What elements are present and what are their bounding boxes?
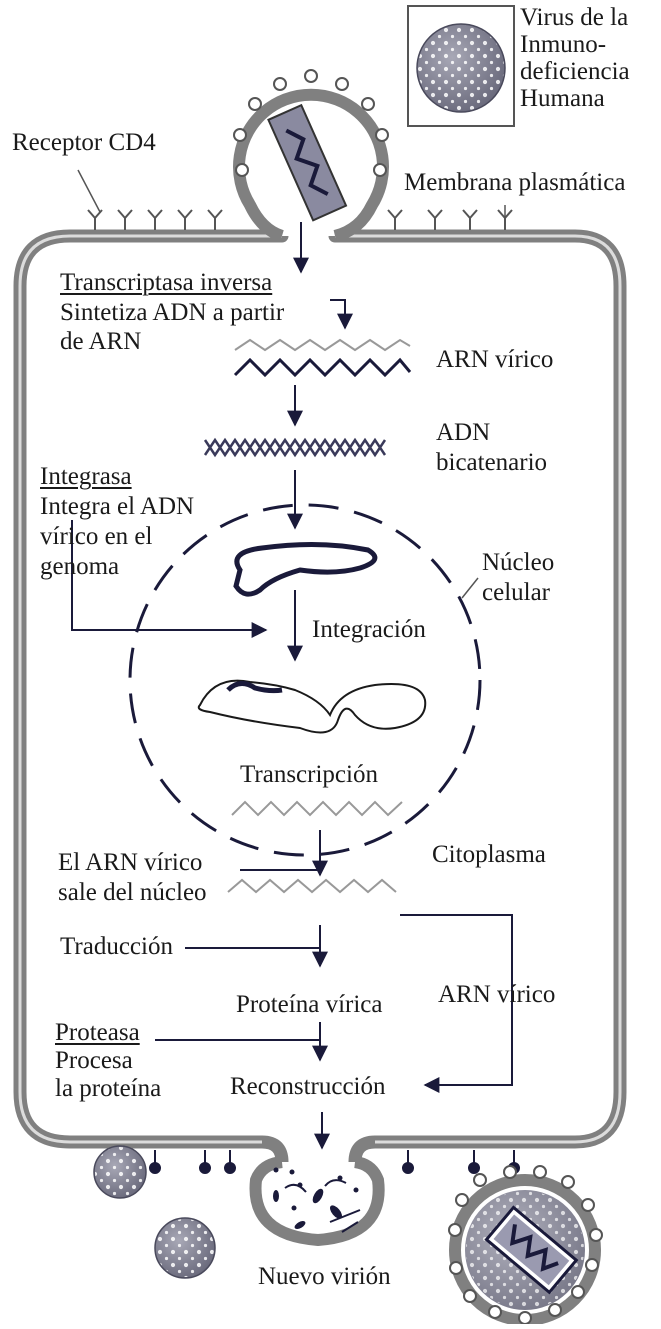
rna-exit-label-2: sale del núcleo [58, 879, 207, 906]
nucleus-label-line2: celular [482, 579, 551, 606]
nucleus-pointer [461, 577, 479, 599]
integrase-desc-2: vírico en el [40, 523, 153, 550]
rna-exit-label-1: El ARN vírico [58, 849, 203, 876]
mature-virion [448, 1165, 603, 1326]
legend-title-line1: Virus de la [520, 4, 629, 31]
reverse-transcriptase-desc-1: Sintetiza ADN a partir [60, 299, 285, 326]
double-stranded-dna [203, 437, 387, 458]
integrase-desc-1: Integra el ADN [40, 493, 195, 520]
transcribed-rna [231, 800, 403, 817]
translation-label: Traducción [60, 933, 173, 960]
legend-title-line3: deficiencia [520, 58, 630, 85]
nucleus-label-line1: Núcleo [482, 549, 555, 576]
new-virion-label: Nuevo virión [258, 1263, 391, 1290]
budding-virion [249, 1156, 385, 1247]
viral-dna-loop [233, 541, 378, 597]
viral-rna-strands [233, 338, 412, 378]
viral-rna-label: ARN vírico [436, 346, 554, 373]
transcription-label: Transcripción [240, 761, 378, 788]
cd4-receptors [87, 209, 513, 230]
cell-nucleus [128, 503, 482, 857]
reverse-transcriptase-desc-2: de ARN [60, 328, 142, 355]
membrane-label: Membrana plasmática [404, 169, 626, 196]
viral-protein-label: Proteína vírica [236, 991, 383, 1018]
protease-desc-1: Procesa [55, 1047, 133, 1074]
reverse-transcriptase-title: Transcriptasa inversa [60, 269, 273, 296]
receptor-label: Receptor CD4 [12, 129, 156, 156]
flow-arrows [71, 222, 513, 1150]
dna-label-line2: bicatenario [436, 449, 548, 476]
dna-label-line1: ADN [436, 419, 491, 446]
protease-desc-2: la proteína [55, 1075, 162, 1102]
legend-title-line2: Inmuno- [520, 31, 607, 58]
integrase-title: Integrasa [40, 463, 132, 490]
exported-rna [227, 878, 397, 894]
cytoplasm-label: Citoplasma [432, 841, 546, 868]
released-virion-1 [93, 1145, 147, 1199]
released-virion-2 [154, 1217, 216, 1279]
integration-label: Integración [312, 616, 426, 643]
integrase-desc-3: genoma [40, 553, 120, 580]
legend-title-line4: Humana [520, 85, 605, 112]
protease-title: Proteasa [55, 1019, 140, 1046]
entering-virus [233, 69, 389, 242]
legend-box [407, 5, 515, 127]
reconstruction-label: Reconstrucción [230, 1073, 386, 1100]
integrated-genome [197, 679, 427, 734]
viral-rna-label-2: ARN vírico [438, 981, 556, 1008]
receptor-pointer [77, 169, 101, 213]
